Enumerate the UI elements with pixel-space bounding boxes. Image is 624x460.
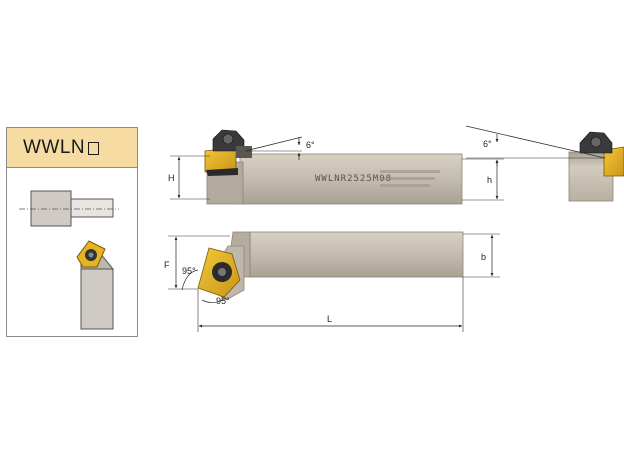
dim-L-label: L xyxy=(327,314,332,324)
series-panel: WWLN xyxy=(6,127,138,337)
side-view: WWLNR2525M08 6° H h xyxy=(168,129,504,205)
side-insert-seat xyxy=(206,168,238,176)
schematic-icon xyxy=(19,190,119,330)
dim-b-label: b xyxy=(481,252,486,262)
entry-angle-label: 95° xyxy=(182,266,196,276)
schematic-shank-body xyxy=(30,190,72,227)
top-view: F 95° 95° b L xyxy=(164,231,500,332)
schematic-holder xyxy=(80,268,114,330)
engraving-line-1 xyxy=(380,170,440,173)
engraving-line-3 xyxy=(380,184,430,187)
insert-angle-label: 95° xyxy=(216,296,230,306)
tool-model-label: WWLNR2525M08 xyxy=(315,174,392,184)
side-shank xyxy=(239,153,463,205)
schematic-shank-neck xyxy=(70,198,114,218)
variant-box-icon xyxy=(88,141,100,155)
insert-angle-arc xyxy=(201,297,227,303)
engraving-line-2 xyxy=(380,177,435,180)
side-angle-line xyxy=(244,136,303,152)
series-code: WWLN xyxy=(23,136,86,158)
end-angle-label: 6° xyxy=(483,139,492,149)
dim-H-label: H xyxy=(168,173,175,183)
series-title: WWLN xyxy=(7,128,137,168)
dim-F-label: F xyxy=(164,260,170,270)
entry-angle-arc xyxy=(181,269,199,291)
end-angle-line xyxy=(465,125,606,159)
side-angle-label: 6° xyxy=(306,140,315,150)
end-view: 6° xyxy=(465,125,624,202)
top-shank xyxy=(249,231,464,278)
dim-h-label: h xyxy=(487,175,492,185)
end-view-insert xyxy=(603,146,624,177)
